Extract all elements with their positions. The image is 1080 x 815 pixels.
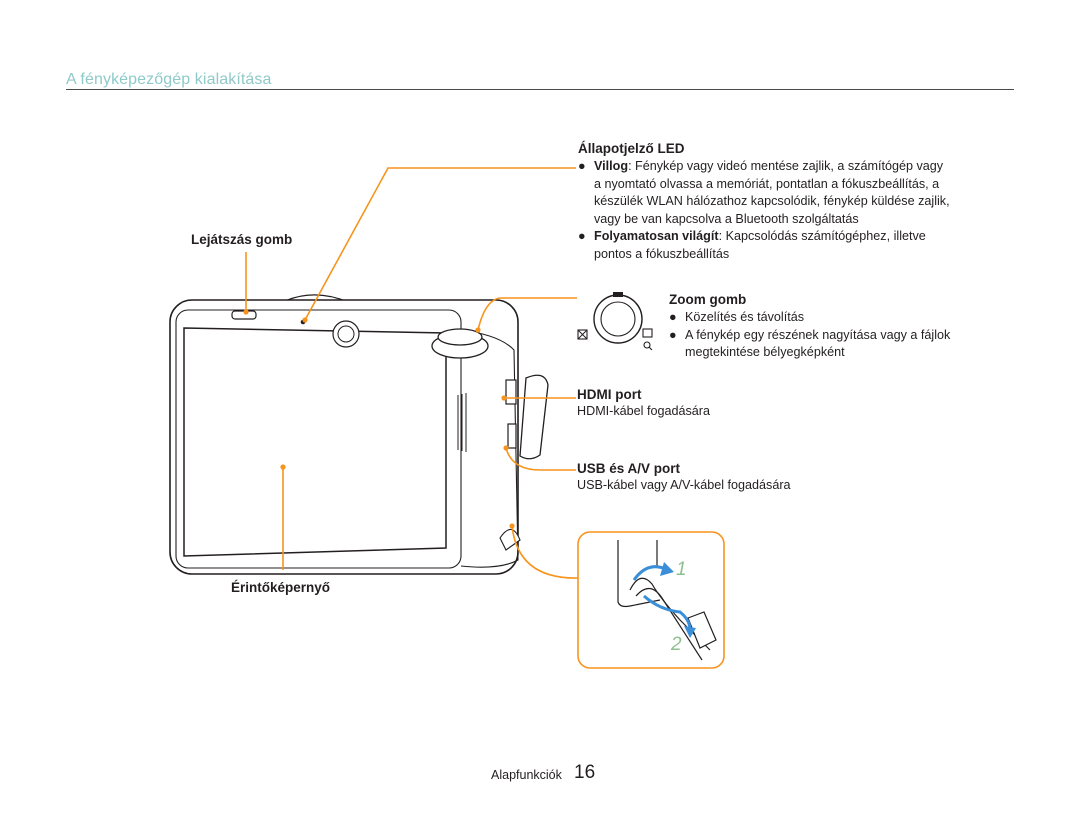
zoom-item: ● Közelítés és távolítás xyxy=(669,309,989,327)
usb-block: USB és A/V port USB-kábel vagy A/V-kábel… xyxy=(577,461,791,495)
zoom-lever-diagram xyxy=(577,292,653,351)
footer-label: Alapfunkciók xyxy=(491,768,562,782)
page-number: 16 xyxy=(574,762,596,783)
status-led-term: Folyamatosan világít xyxy=(594,229,719,243)
bullet-icon: ● xyxy=(669,327,677,342)
section-title: A fényképezőgép kialakítása xyxy=(66,71,272,88)
touch-screen-label: Érintőképernyő xyxy=(231,580,331,595)
hdmi-title: HDMI port xyxy=(577,387,642,402)
bullet-icon: ● xyxy=(669,310,677,324)
callout-lines xyxy=(245,167,581,579)
touch-screen-outline xyxy=(183,327,447,557)
strap-step-1: 1 xyxy=(676,559,687,580)
status-led-title: Állapotjelző LED xyxy=(578,141,685,156)
arrow-step2 xyxy=(643,594,692,631)
status-led-block: Állapotjelző LED ● Villog: Fénykép vagy … xyxy=(578,141,998,263)
hdmi-desc: HDMI-kábel fogadására xyxy=(577,404,710,418)
strap-step-2: 2 xyxy=(671,634,682,655)
usb-desc: USB-kábel vagy A/V-kábel fogadására xyxy=(577,478,791,492)
hdmi-block: HDMI port HDMI-kábel fogadására xyxy=(577,387,710,421)
title-rule xyxy=(66,89,1014,90)
usb-port-shape xyxy=(507,423,517,449)
playback-button-label: Lejátszás gomb xyxy=(191,232,293,247)
usb-title: USB és A/V port xyxy=(577,461,681,476)
port-door xyxy=(519,374,549,460)
bullet-icon: ● xyxy=(578,159,586,173)
zoom-block: Zoom gomb ● Közelítés és távolítás ● A f… xyxy=(669,292,989,362)
status-led-term: Villog xyxy=(594,159,629,173)
camera-side-edge xyxy=(460,329,519,568)
zoom-item: ● A fénykép egy részének nagyítása vagy … xyxy=(669,327,951,360)
callout-dots xyxy=(243,309,515,529)
zoom-title: Zoom gomb xyxy=(669,292,747,307)
status-led-item-steady: ● Folyamatosan világít: Kapcsolódás szám… xyxy=(578,229,926,261)
status-led-item-blink: ● Villog: Fénykép vagy videó mentése zaj… xyxy=(578,159,950,226)
hdmi-port-shape xyxy=(505,379,517,405)
bullet-icon: ● xyxy=(578,229,586,243)
